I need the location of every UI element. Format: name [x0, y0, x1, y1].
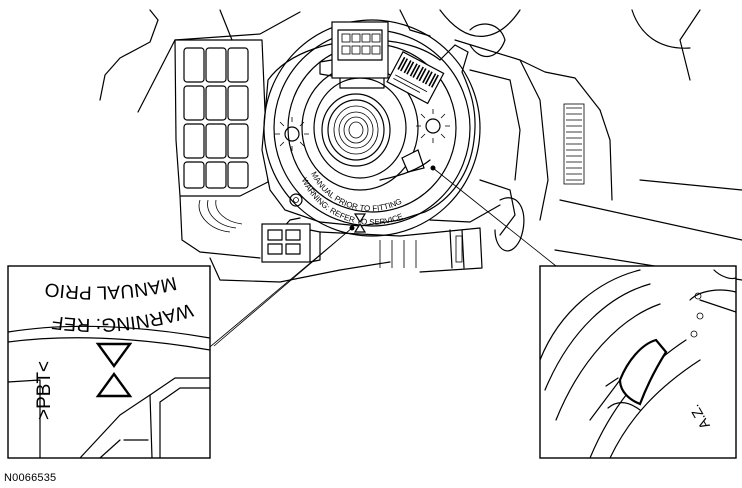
- left-mounting-lug: [275, 117, 309, 151]
- right-mounting-lug: [416, 109, 450, 143]
- left-grid-housing: [183, 47, 249, 189]
- detail-inset-right: A.Z.: [539, 265, 737, 459]
- clockspring: WARNING: REFER TO SERVICE MANUAL PRIOR T…: [261, 19, 483, 273]
- figure-id: N0066535: [4, 472, 57, 484]
- alignment-marks: [353, 213, 367, 233]
- right-ribs: [563, 103, 585, 185]
- detail-inset-left: WARNING: REF MANUAL PRIO >PBT<: [7, 265, 211, 459]
- pbt-mark: >PBT<: [34, 361, 55, 420]
- barcode-label: [386, 50, 445, 105]
- lower-mounting-lug: [289, 193, 303, 207]
- steering-column-background: [99, 9, 742, 283]
- top-connector: [319, 21, 389, 89]
- lower-connector: [261, 223, 321, 263]
